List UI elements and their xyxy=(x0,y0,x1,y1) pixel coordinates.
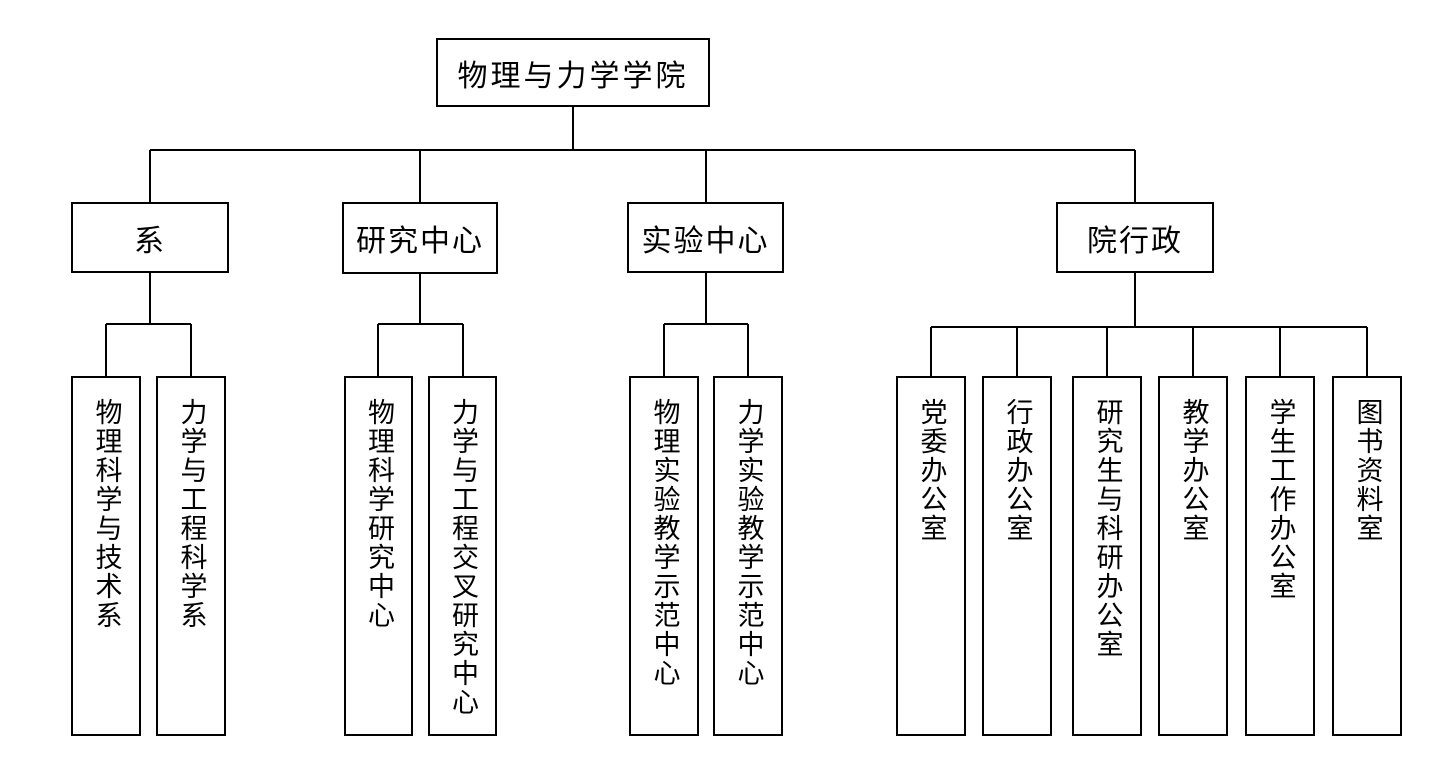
leaf-box-library-reference-room: 图书资料室 xyxy=(1332,376,1402,736)
leaf-box-administrative-office: 行政办公室 xyxy=(982,376,1052,736)
leaf-box-graduate-research-office: 研究生与科研办公室 xyxy=(1072,376,1142,736)
connector-root-to-branches xyxy=(149,107,1136,203)
branch-box-research-centers: 研究中心 xyxy=(342,202,498,274)
leaf-box-physics-science-research-center: 物理科学研究中心 xyxy=(344,376,413,736)
leaf-label: 力学与工程科学系 xyxy=(176,398,207,630)
leaf-label: 党委办公室 xyxy=(916,398,947,543)
leaf-label: 物理科学研究中心 xyxy=(364,398,394,630)
connector-experiment-group xyxy=(663,273,749,377)
branch-label: 实验中心 xyxy=(641,224,770,258)
leaf-box-mechanics-engineering-cross-research-center: 力学与工程交叉研究中心 xyxy=(428,376,497,736)
leaf-label: 力学与工程交叉研究中心 xyxy=(448,398,478,717)
leaf-label: 物理实验教学示范中心 xyxy=(649,398,680,688)
branch-box-experiment-centers: 实验中心 xyxy=(627,202,784,273)
leaf-box-physics-science-technology-dept: 物理科学与技术系 xyxy=(71,376,141,736)
branch-label: 系 xyxy=(134,224,166,258)
root-label: 物理与力学学院 xyxy=(457,59,689,93)
root-box-college: 物理与力学学院 xyxy=(436,38,710,107)
leaf-box-physics-experiment-teaching-center: 物理实验教学示范中心 xyxy=(629,376,699,736)
branch-label: 院行政 xyxy=(1087,224,1183,258)
branch-box-administration: 院行政 xyxy=(1056,202,1214,273)
leaf-label: 物理科学与技术系 xyxy=(91,398,122,630)
branch-label: 研究中心 xyxy=(356,225,484,258)
leaf-label: 图书资料室 xyxy=(1352,398,1383,543)
leaf-label: 力学实验教学示范中心 xyxy=(733,398,764,688)
leaf-box-teaching-office: 教学办公室 xyxy=(1158,376,1228,736)
leaf-box-mechanics-experiment-teaching-center: 力学实验教学示范中心 xyxy=(713,376,783,736)
connector-research-group xyxy=(377,274,464,377)
leaf-label: 教学办公室 xyxy=(1178,398,1209,543)
connector-departments-group xyxy=(105,273,192,377)
leaf-box-mechanics-engineering-science-dept: 力学与工程科学系 xyxy=(156,376,226,736)
leaf-box-party-committee-office: 党委办公室 xyxy=(896,376,966,736)
leaf-label: 行政办公室 xyxy=(1002,398,1033,543)
branch-box-departments: 系 xyxy=(71,202,229,273)
leaf-label: 研究生与科研办公室 xyxy=(1092,398,1123,659)
connector-administration-group xyxy=(930,273,1368,377)
leaf-box-student-affairs-office: 学生工作办公室 xyxy=(1245,376,1315,736)
leaf-label: 学生工作办公室 xyxy=(1265,398,1296,601)
